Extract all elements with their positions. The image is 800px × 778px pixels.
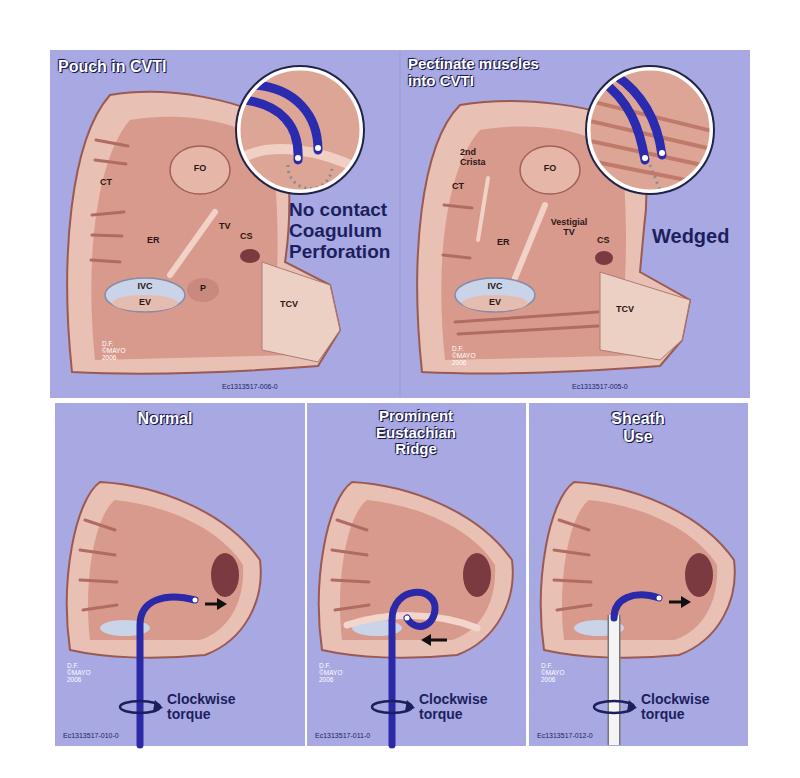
panel-heading: Pectinate muscles into CVTI <box>408 56 558 89</box>
anatomy-label: EV <box>483 298 507 308</box>
anatomy-label: ER <box>147 236 165 246</box>
figure-code: Ec1313517-010-0 <box>63 732 135 740</box>
atrium-pectinate <box>417 66 716 374</box>
figure-code: Ec1313517-005-0 <box>572 383 644 391</box>
panel-heading: Prominent Eustachian Ridge <box>361 408 471 458</box>
anatomy-label: 2nd Crista <box>460 148 502 168</box>
torque-label: Clockwise torque <box>641 692 736 723</box>
anatomy-label: CS <box>597 236 615 246</box>
finding-label: Wedged <box>652 225 744 247</box>
anatomy-label: EV <box>133 298 157 308</box>
panel-heading: Pouch in CVTI <box>58 58 238 76</box>
artist-credit: D.F. ©MAYO 2006 <box>452 345 484 366</box>
torque-label: Clockwise torque <box>167 692 262 723</box>
finding-label: No contact Coagulum Perforation <box>289 200 401 263</box>
figure-code: Ec1313517-011-0 <box>315 732 387 740</box>
anatomy-label: FO <box>188 164 212 174</box>
panel-heading: Sheath Use <box>603 410 673 445</box>
artist-credit: D.F. ©MAYO 2006 <box>67 662 99 683</box>
panel-heading: Normal <box>105 410 225 428</box>
anatomy-label: P <box>197 284 209 294</box>
torque-label: Clockwise torque <box>419 692 514 723</box>
anatomy-label: IVC <box>131 282 159 292</box>
anatomy-label: TV <box>219 222 235 232</box>
artist-credit: D.F. ©MAYO 2006 <box>102 340 134 361</box>
figure-code: Ec1313517-006-0 <box>222 383 294 391</box>
anatomy-label: CT <box>100 178 120 188</box>
anatomy-label: ER <box>497 238 515 248</box>
figure-code: Ec1313517-012-0 <box>537 732 609 740</box>
anatomy-label: CS <box>240 232 258 242</box>
artist-credit: D.F. ©MAYO 2006 <box>541 662 573 683</box>
anatomy-label: CT <box>452 182 472 192</box>
anatomy-label: FO <box>538 164 562 174</box>
panel-grounds <box>50 50 750 746</box>
anatomy-label: TCV <box>616 305 642 315</box>
artist-credit: D.F. ©MAYO 2006 <box>319 662 351 683</box>
anatomy-label: Vestigial TV <box>546 218 592 238</box>
anatomy-label: TCV <box>280 300 306 310</box>
anatomy-label: IVC <box>481 282 509 292</box>
